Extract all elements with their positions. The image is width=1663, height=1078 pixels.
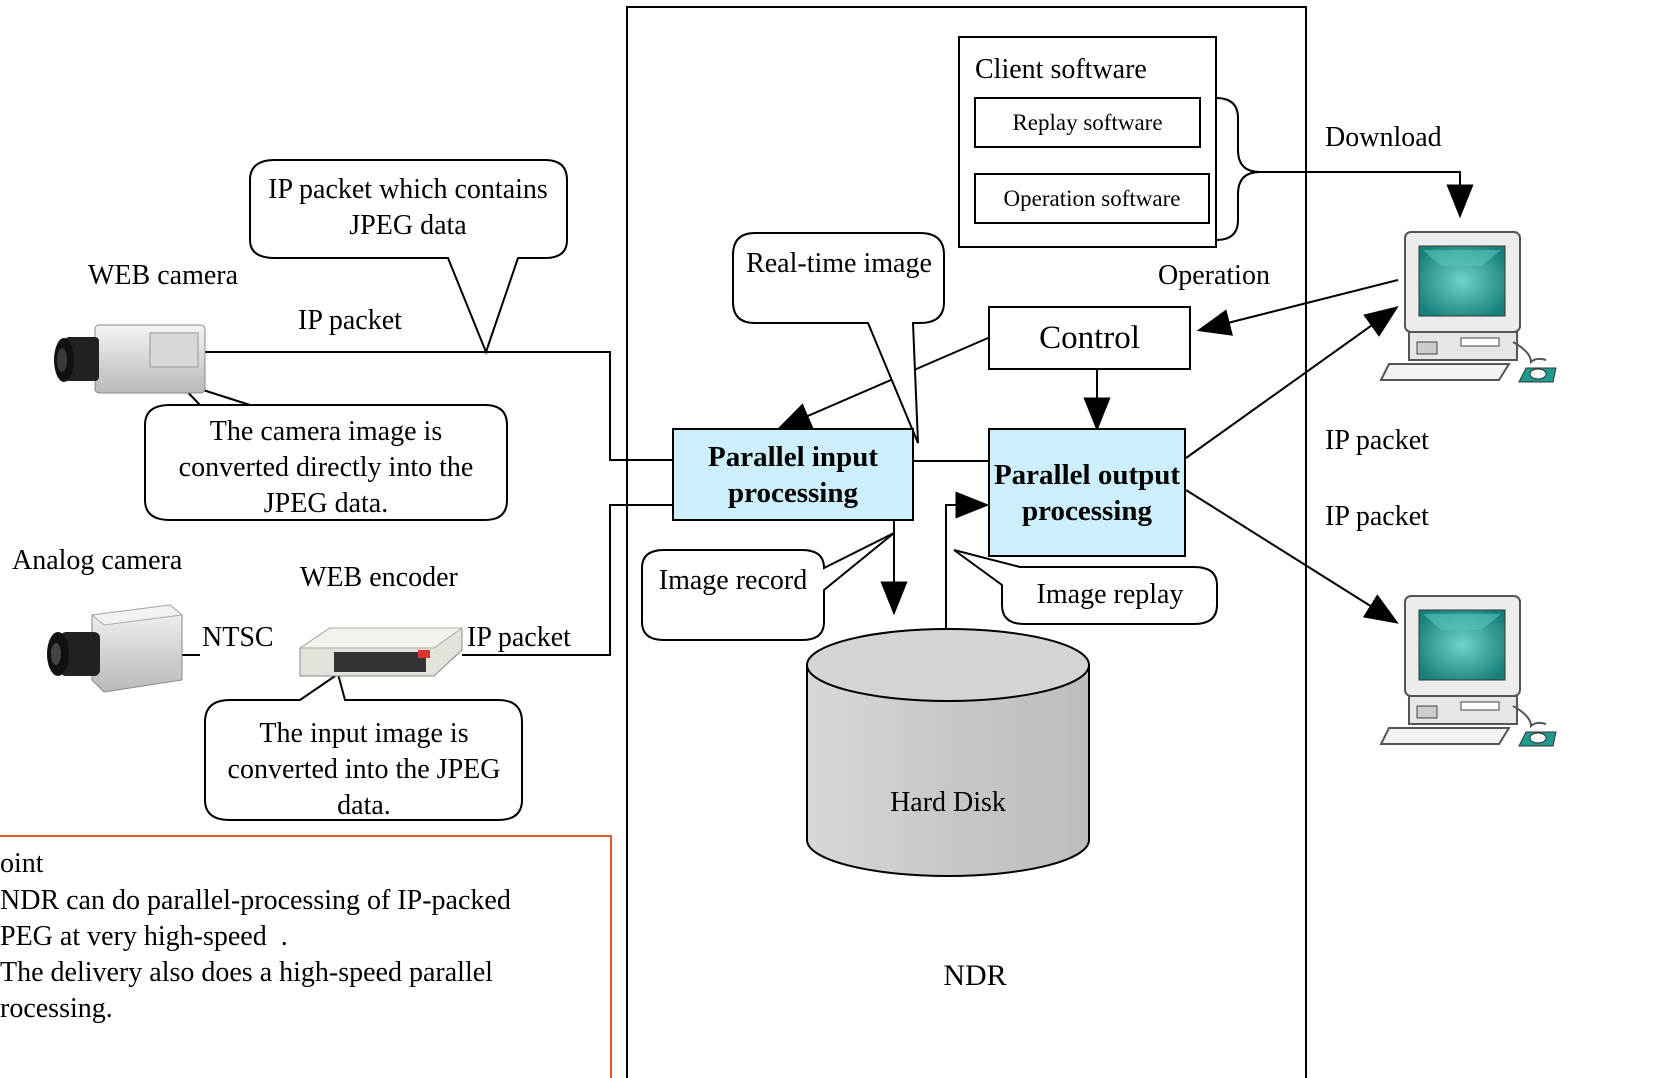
parallel-input-box: Parallel input processing <box>672 428 914 521</box>
hard-disk-top <box>806 628 1090 702</box>
point-line-4: rocessing. <box>0 993 113 1024</box>
realtime-callout-text: Real-time image <box>746 248 932 279</box>
output-to-pc1-arrow <box>1185 306 1399 459</box>
point-line-1: NDR can do parallel-processing of IP-pac… <box>0 885 511 916</box>
download-label: Download <box>1325 122 1442 153</box>
analog-camera-icon <box>47 604 184 693</box>
point-line-3: The delivery also does a high-speed para… <box>0 957 493 988</box>
client-brace <box>1215 97 1261 241</box>
client-software-title: Client software <box>975 54 1147 85</box>
operation-arrow <box>1196 279 1399 336</box>
output-ip-packet-label-1: IP packet <box>1325 425 1429 456</box>
parallel-output-box: Parallel output processing <box>988 428 1186 557</box>
replay-software-box: Replay software <box>974 97 1201 148</box>
input-converted-callout <box>204 672 523 821</box>
ndr-label: NDR <box>943 959 1007 992</box>
ntsc-label: NTSC <box>202 622 274 653</box>
encoder-ip-packet-label: IP packet <box>467 622 571 653</box>
ndr-boundary <box>626 6 1307 1078</box>
image-replay-callout-text: Image replay <box>1036 579 1184 610</box>
operation-label: Operation <box>1158 260 1270 291</box>
image-record-callout <box>641 532 895 641</box>
control-to-input-arrow <box>776 337 989 430</box>
camera-ip-packet-label: IP packet <box>298 305 402 336</box>
ip-jpeg-callout-text: IP packet which contains JPEG data <box>268 174 548 241</box>
analog-camera-label: Analog camera <box>12 545 183 576</box>
replay-arrow <box>945 491 990 640</box>
hard-disk-body <box>806 665 1090 877</box>
operation-software-box: Operation software <box>974 173 1210 224</box>
point-title: oint <box>0 848 44 879</box>
output-ip-packet-label-2: IP packet <box>1325 501 1429 532</box>
image-record-callout-text: Image record <box>658 565 808 596</box>
point-box <box>0 835 612 1078</box>
point-line-2: PEG at very high-speed . <box>0 921 288 952</box>
web-camera-label: WEB camera <box>88 260 239 291</box>
output-to-pc2-arrow <box>1185 489 1399 624</box>
control-box: Control <box>988 306 1191 370</box>
hard-disk-label: Hard Disk <box>890 787 1006 818</box>
computer-1-icon <box>1379 231 1557 383</box>
web-encoder-icon <box>298 627 464 677</box>
image-replay-callout <box>953 549 1218 625</box>
camera-converted-callout <box>144 381 508 521</box>
camera-converted-callout-text: The camera image is converted directly i… <box>178 416 474 519</box>
camera-ip-line <box>200 351 672 461</box>
web-camera-icon <box>54 324 206 394</box>
input-converted-callout-text: The input image is converted into the JP… <box>227 718 501 821</box>
realtime-callout <box>732 232 945 444</box>
encoder-ip-line <box>462 504 672 656</box>
download-arrow <box>1260 171 1474 219</box>
computer-2-icon <box>1379 595 1557 747</box>
web-encoder-label: WEB encoder <box>300 562 458 593</box>
ip-jpeg-callout <box>249 159 568 355</box>
